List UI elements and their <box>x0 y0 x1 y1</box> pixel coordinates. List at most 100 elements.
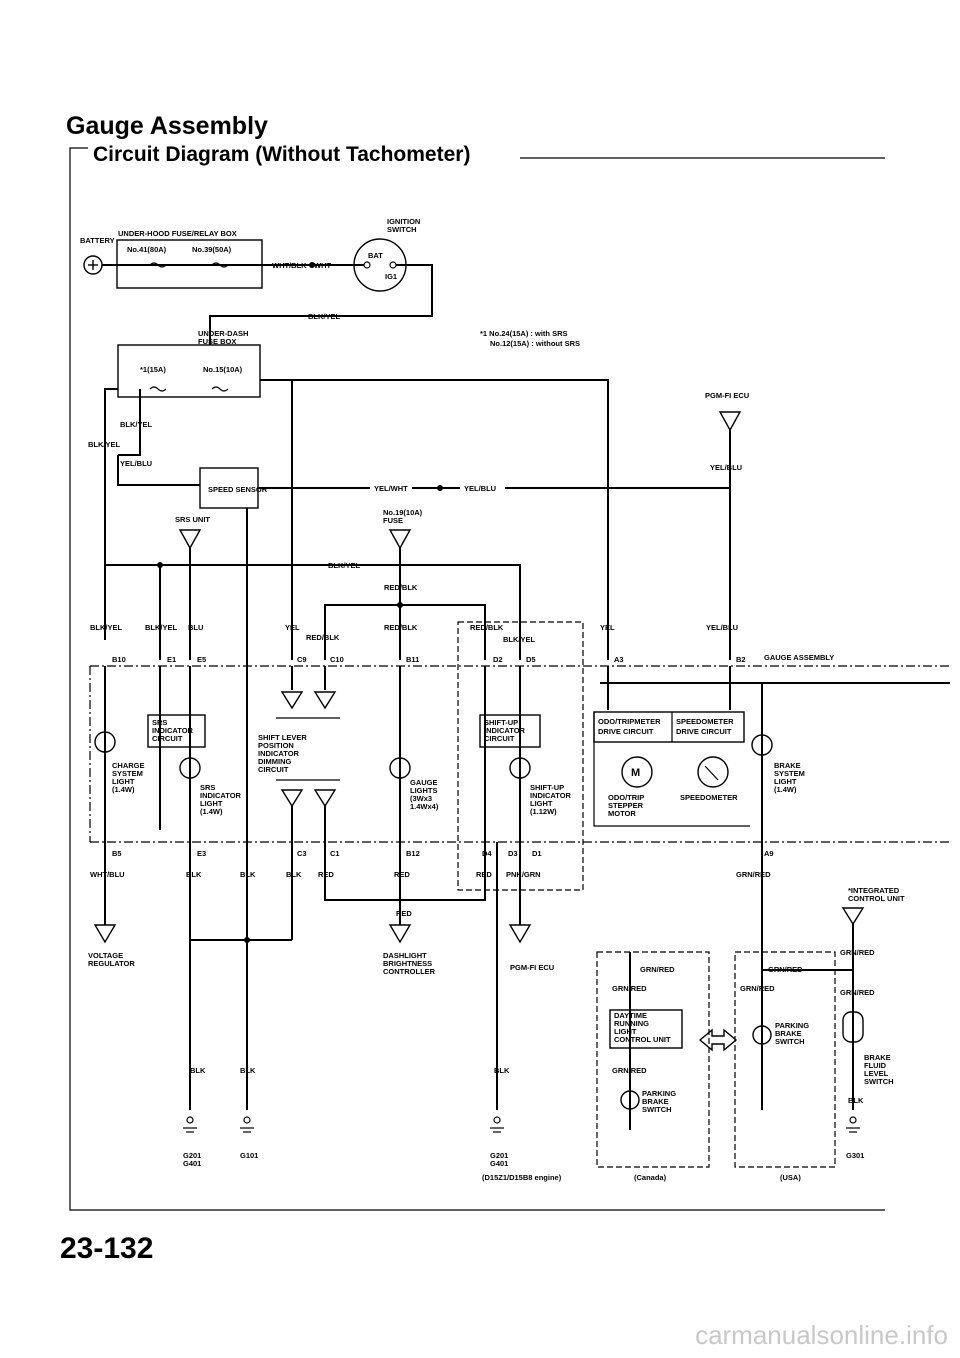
shift-up-light-label-4: (1.12W) <box>530 807 557 816</box>
underdash-fuse-box-label-2: FUSE BOX <box>198 337 236 346</box>
srs-indicator-light-label-3: LIGHT <box>200 799 223 808</box>
charge-light-label-4: (1.4W) <box>112 785 135 794</box>
connector-c10: C10 <box>330 655 344 664</box>
pgm-fi-ecu-label-top: PGM-FI ECU <box>705 391 749 400</box>
motor-label-1: ODO/TRIP <box>608 793 644 802</box>
engine-note: (D15Z1/D15B8 engine) <box>482 1173 562 1182</box>
wire-label-blk-yel-top: BLK/YEL <box>308 312 341 321</box>
odo-trip-stepper-motor <box>621 756 653 788</box>
connector-c1: C1 <box>330 849 340 858</box>
wire-label-blk-yel-bus: BLK/YEL <box>328 561 361 570</box>
parking-brake-switch-usa <box>752 1025 772 1045</box>
underdash-fuse-box <box>117 344 261 398</box>
underhood-fuse-box-label: UNDER-HOOD FUSE/RELAY BOX <box>118 229 237 238</box>
shift-up-circuit-label-3: CIRCUIT <box>484 734 515 743</box>
connector-d4: D4 <box>482 849 492 858</box>
wire-label-blk-yel-b: BLK/YEL <box>88 440 121 449</box>
wire-label-blk-f: BLK <box>494 1066 510 1075</box>
integrated-unit-label-2: CONTROL UNIT <box>848 894 905 903</box>
fuse-star1-symbol <box>149 386 167 392</box>
ignition-ig1-terminal: IG1 <box>385 272 397 281</box>
wire-label-red-blk-b: RED/BLK <box>306 633 340 642</box>
wire-label-grn-red-canada-c: GRN/RED <box>612 1066 647 1075</box>
shift-up-light-label-3: LIGHT <box>530 799 553 808</box>
shift-up-light-label-1: SHIFT-UP <box>530 783 564 792</box>
gauge-lights-label-4: 1.4Wx4) <box>410 802 439 811</box>
wire-label-wht-blu: WHT/BLU <box>90 870 125 879</box>
shift-lever-terminal-a <box>280 691 304 710</box>
connector-e5: E5 <box>197 655 206 664</box>
connector-d3: D3 <box>508 849 518 858</box>
odo-drive-label-2: DRIVE CIRCUIT <box>598 727 654 736</box>
diagram-frame <box>69 147 885 1211</box>
ignition-switch-label-1: IGNITION <box>387 217 420 226</box>
canada-label: (Canada) <box>634 1173 667 1182</box>
ground-g201-left <box>183 1116 197 1133</box>
wire-label-blk-yel-d: BLK/YEL <box>145 623 178 632</box>
srs-indicator-light-label-1: SRS <box>200 783 215 792</box>
fuse-19-terminal <box>388 529 412 550</box>
wire-label-red-c: RED <box>476 870 492 879</box>
ignition-switch-label-2: SWITCH <box>387 225 417 234</box>
daytime-running-light-unit <box>609 1009 683 1049</box>
parking-brake-usa-label-2: BRAKE <box>775 1029 802 1038</box>
integrated-control-unit-terminal <box>841 907 865 926</box>
fuse-19-label-1: No.19(10A) <box>383 508 423 517</box>
shift-up-circuit-label-1: SHIFT-UP <box>484 718 518 727</box>
integrated-unit-label-1: *INTEGRATED <box>848 886 900 895</box>
page-title: Gauge Assembly <box>66 112 268 140</box>
wire-label-blk-yel-e: BLK/YEL <box>503 635 536 644</box>
diagram-subtitle: Circuit Diagram (Without Tachometer) <box>93 143 471 166</box>
wire-label-blk-e: BLK <box>240 1066 256 1075</box>
fuse-15-label: No.15(10A) <box>203 365 243 374</box>
shift-up-circuit-label-2: INDICATOR <box>484 726 526 735</box>
usa-option-box <box>734 951 836 1168</box>
watermark: carmanualsonline.info <box>695 1320 948 1350</box>
brake-fluid-label-4: SWITCH <box>864 1077 894 1086</box>
wire-label-yel-a: YEL <box>285 623 300 632</box>
connector-b5: B5 <box>112 849 122 858</box>
shift-lever-label-5: CIRCUIT <box>258 765 289 774</box>
battery-label: BATTERY <box>80 236 115 245</box>
ground-g201-right <box>490 1116 504 1133</box>
charge-light-bulb <box>94 731 116 753</box>
wire-label-blu: BLU <box>188 623 203 632</box>
shift-lever-label-4: DIMMING <box>258 757 291 766</box>
dash-controller-label-2: BRIGHTNESS <box>383 959 432 968</box>
wire-label-yel-b: YEL <box>600 623 615 632</box>
speedo-drive-label-2: DRIVE CIRCUIT <box>676 727 732 736</box>
wire-label-red-b: RED <box>394 870 410 879</box>
shift-lever-terminal-b <box>313 691 337 710</box>
connector-a3: A3 <box>614 655 624 664</box>
wire-label-grn-red-canada-b: GRN/RED <box>612 984 647 993</box>
wire-label-wht: WHT <box>314 261 331 270</box>
underdash-fuse-box-label-1: UNDER-DASH <box>198 329 248 338</box>
wire-label-blk-b: BLK <box>240 870 256 879</box>
battery-symbol <box>83 255 103 275</box>
connector-d1: D1 <box>532 849 542 858</box>
daytime-unit-label-1: DAYTIME <box>614 1011 647 1020</box>
connector-b12: B12 <box>406 849 420 858</box>
pgm-fi-ecu-terminal-top <box>718 411 742 432</box>
connector-b11: B11 <box>406 655 419 664</box>
shift-lever-terminal-c <box>280 789 304 808</box>
brake-fluid-label-1: BRAKE <box>864 1053 891 1062</box>
gauge-lights-label-1: GAUGE <box>410 778 438 787</box>
wire-label-blk-a: BLK <box>186 870 202 879</box>
fuse-39-label: No.39(50A) <box>192 245 232 254</box>
connector-b2: B2 <box>736 655 746 664</box>
ground-label-g401-right: G401 <box>490 1159 508 1168</box>
wire-label-yel-blu-b: YEL/BLU <box>710 463 742 472</box>
wire-label-blk-g: BLK <box>848 1096 864 1105</box>
charge-light-label-2: SYSTEM <box>112 769 143 778</box>
ground-label-g201-left: G201 <box>183 1151 201 1160</box>
charge-light-label-1: CHARGE <box>112 761 145 770</box>
fuse-star1-label: *1(15A) <box>140 365 166 374</box>
dash-controller-label-3: CONTROLLER <box>383 967 436 976</box>
speed-sensor-label: SPEED SENSOR <box>208 485 268 494</box>
daytime-unit-label-4: CONTROL UNIT <box>614 1035 671 1044</box>
srs-unit-label: SRS UNIT <box>175 515 210 524</box>
srs-unit-terminal <box>178 529 202 550</box>
motor-m-symbol: M <box>631 767 640 779</box>
